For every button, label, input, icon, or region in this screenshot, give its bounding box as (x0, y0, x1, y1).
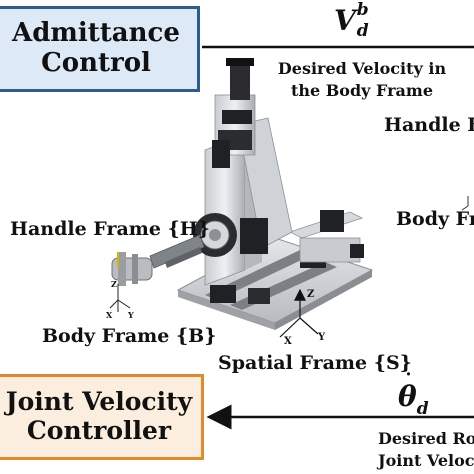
handle-frame-label: Handle Frame {H} (10, 218, 210, 240)
body-z-axis-label: Z (111, 279, 117, 289)
top-signal-label: Desired Velocity in the Body Frame (268, 58, 456, 101)
joint-velocity-controller-box: Joint Velocity Controller (0, 374, 204, 460)
bottom-signal-label-line1: Desired Rol (378, 429, 474, 448)
spatial-y-axis-label: Y (318, 332, 326, 343)
body-frame-axes-icon (109, 284, 131, 312)
bottom-signal-symbol: ˙ θ d (398, 370, 429, 419)
body-frame-right-label: Body Fr (396, 208, 474, 230)
spatial-z-axis-label: Z (307, 289, 315, 300)
spatial-x-axis-label: X (284, 336, 292, 347)
body-y-axis-label: Y (128, 310, 134, 320)
handle-frame-right-label: Handle F (384, 114, 474, 136)
joint-velocity-line1: Joint Velocity (5, 387, 193, 417)
body-frame-label: Body Frame {B} (42, 325, 217, 347)
admittance-control-box: Admittance Control (0, 6, 200, 92)
top-signal-sub: d (356, 21, 369, 41)
bottom-signal-label-line2: Joint Veloc (378, 450, 474, 470)
bottom-signal-sub: d (416, 399, 429, 419)
bottom-signal-label: Desired Rol Joint Veloc (378, 428, 474, 471)
joint-velocity-line2: Controller (26, 416, 172, 445)
top-signal-label-line1: Desired Velocity in (277, 59, 447, 78)
right-frame-axes-icon (461, 196, 469, 211)
bottom-signal-letter: θ (398, 380, 417, 413)
spatial-frame-axes-icon (279, 288, 319, 338)
spatial-frame-label: Spatial Frame {S} (218, 352, 412, 374)
robot-illustration (111, 58, 374, 330)
top-signal-sup: b (356, 0, 369, 20)
admittance-control-line2: Control (41, 48, 151, 78)
body-x-axis-label: X (106, 310, 113, 320)
admittance-control-line1: Admittance (12, 18, 180, 49)
top-signal-letter: V (334, 4, 356, 37)
top-signal-label-line2: the Body Frame (290, 80, 433, 100)
